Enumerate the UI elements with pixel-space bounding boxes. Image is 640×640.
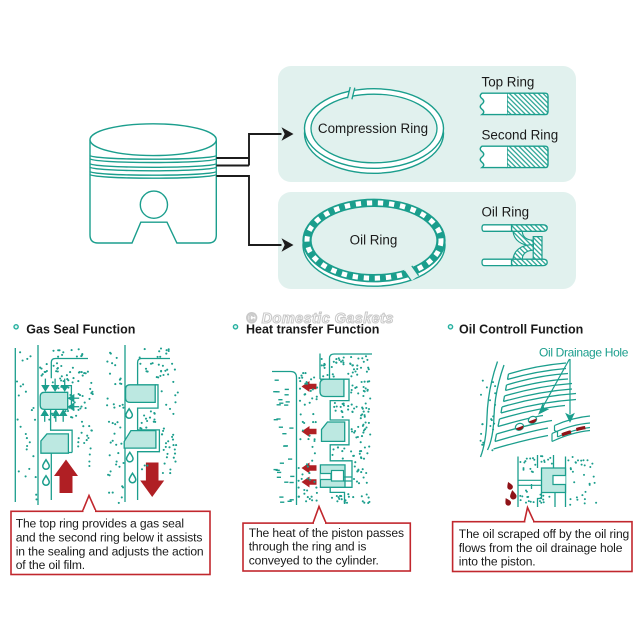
- svg-text:Compression Ring: Compression Ring: [318, 121, 428, 136]
- svg-text:Heat transfer Function: Heat transfer Function: [246, 323, 379, 337]
- svg-text:conveyed to the cylinder.: conveyed to the cylinder.: [249, 553, 379, 567]
- svg-text:and the second ring below it a: and the second ring below it assists: [16, 530, 203, 544]
- svg-text:© Domestic Gaskets: © Domestic Gaskets: [246, 311, 394, 327]
- svg-text:flows from the oil drainage ho: flows from the oil drainage hole: [459, 541, 623, 555]
- svg-text:Gas Seal Function: Gas Seal Function: [26, 323, 135, 337]
- svg-text:Second Ring: Second Ring: [482, 128, 559, 143]
- svg-text:Oil Controll Function: Oil Controll Function: [459, 323, 583, 337]
- svg-text:through the ring and is: through the ring and is: [249, 540, 367, 554]
- svg-text:in the sealing and adjusts the: in the sealing and adjusts the action: [16, 544, 204, 558]
- svg-text:Oil Ring: Oil Ring: [482, 205, 530, 220]
- svg-text:into the piston.: into the piston.: [459, 555, 536, 569]
- svg-text:The top ring provides a gas se: The top ring provides a gas seal: [16, 517, 184, 531]
- svg-text:of the oil film.: of the oil film.: [16, 558, 85, 572]
- svg-text:Oil Ring: Oil Ring: [350, 233, 398, 248]
- svg-text:Oil Drainage Hole: Oil Drainage Hole: [539, 346, 629, 360]
- svg-text:The oil scraped off by the oil: The oil scraped off by the oil ring: [459, 527, 629, 541]
- svg-text:Top Ring: Top Ring: [482, 74, 535, 89]
- svg-text:The heat of the piston passes: The heat of the piston passes: [249, 526, 404, 540]
